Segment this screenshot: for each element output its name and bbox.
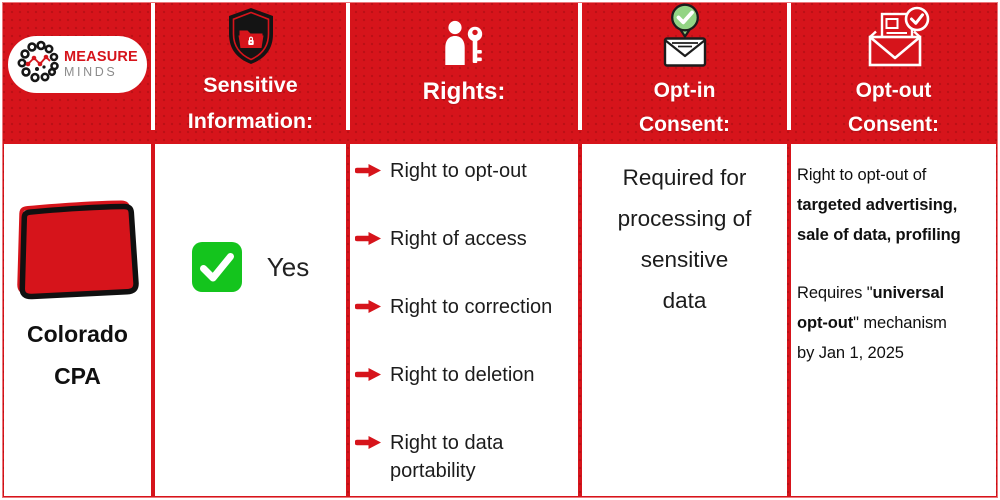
cell-opt-in-consent: Required for processing of sensitive dat…	[582, 144, 787, 496]
right-label: Right to deletion	[390, 364, 535, 386]
opt-out-text-segment: by Jan 1, 2025	[797, 344, 904, 362]
right-label: Right to opt-out	[390, 160, 527, 182]
red-arrow-icon	[354, 299, 382, 319]
cell-state: Colorado CPA	[4, 144, 151, 496]
opt-in-text-line: processing of	[617, 206, 752, 231]
opt-out-text-line: Right to opt-out of	[797, 160, 992, 190]
rights-list-item: Right to data portability	[354, 429, 576, 485]
colorado-state-shape	[11, 198, 145, 307]
header-separator	[346, 3, 350, 130]
cell-rights: Right to opt-out Right of access Right t…	[350, 144, 578, 496]
header-separator	[787, 3, 791, 130]
opt-out-text-segment: universal	[872, 284, 945, 302]
red-arrow-icon	[354, 163, 382, 183]
opt-out-text-line: by Jan 1, 2025	[797, 338, 992, 368]
rights-list-item: Right to deletion	[354, 361, 576, 389]
header-title-line: Opt-out	[855, 79, 932, 102]
envelope-approved-pin-icon	[653, 2, 717, 72]
opt-in-text-line: sensitive	[640, 247, 729, 272]
red-arrow-icon	[354, 367, 382, 387]
person-key-icon	[440, 2, 488, 66]
rights-list-item: Right to opt-out	[354, 157, 576, 185]
opt-out-text-segment: Right to opt-out of	[797, 166, 927, 184]
header-cell-opt-in-consent: Opt-in Consent:	[582, 2, 787, 142]
header-title-line: Consent:	[848, 113, 939, 136]
shield-folder-lock-icon	[224, 2, 278, 66]
header-cell-opt-out-consent: Opt-out Consent:	[791, 2, 996, 142]
header-title-line: Consent:	[639, 113, 730, 136]
brand-name-measure: MEASURE	[64, 49, 138, 66]
brand-name-minds: MINDS	[64, 64, 118, 79]
right-label: Right to correction	[390, 296, 553, 318]
header-cell-sensitive-information: Sensitive Information:	[155, 2, 346, 142]
rights-list-item: Right of access	[354, 225, 576, 253]
green-checkbox-icon	[191, 242, 242, 292]
measure-minds-logo: MEASURE MINDS	[8, 36, 147, 93]
cell-sensitive-information: Yes	[155, 144, 346, 496]
header-cell-rights: Rights:	[350, 2, 578, 142]
opt-out-text-segment: Requires "	[797, 284, 873, 302]
header-separator	[151, 3, 155, 130]
header-title-line: Opt-in	[653, 79, 716, 102]
cell-opt-out-consent: Right to opt-out of targeted advertising…	[791, 144, 996, 496]
opt-out-text-line: targeted advertising,	[797, 190, 992, 220]
opt-out-text-segment: " mechanism	[853, 314, 947, 332]
opt-in-text-line: data	[662, 288, 707, 313]
header-title-line: Information:	[187, 109, 314, 133]
state-name-line: Colorado	[27, 321, 128, 347]
header-title-line: Rights:	[422, 78, 506, 105]
right-label: Right of access	[390, 228, 527, 250]
opt-out-text-line: Requires "universal	[797, 278, 992, 308]
header-cell-brand: MEASURE MINDS	[4, 2, 151, 142]
opt-out-text-segment: opt-out	[797, 314, 854, 332]
right-label: Right to data portability	[390, 432, 504, 482]
opt-out-text-segment: targeted advertising,	[797, 196, 958, 214]
opt-out-text-segment: sale of data, profiling	[797, 226, 961, 244]
red-arrow-icon	[354, 231, 382, 251]
open-envelope-check-icon	[858, 2, 930, 70]
gear-globe-icon	[15, 40, 59, 89]
opt-out-text-line: sale of data, profiling	[797, 220, 992, 250]
state-name-line: CPA	[54, 363, 101, 389]
header-separator	[578, 3, 582, 130]
sensitive-information-value: Yes	[266, 252, 310, 282]
opt-out-text-line: opt-out" mechanism	[797, 308, 992, 338]
rights-list-item: Right to correction	[354, 293, 576, 321]
header-title-line: Sensitive	[203, 73, 298, 97]
opt-in-text-line: Required for	[622, 165, 747, 190]
red-arrow-icon	[354, 435, 382, 455]
